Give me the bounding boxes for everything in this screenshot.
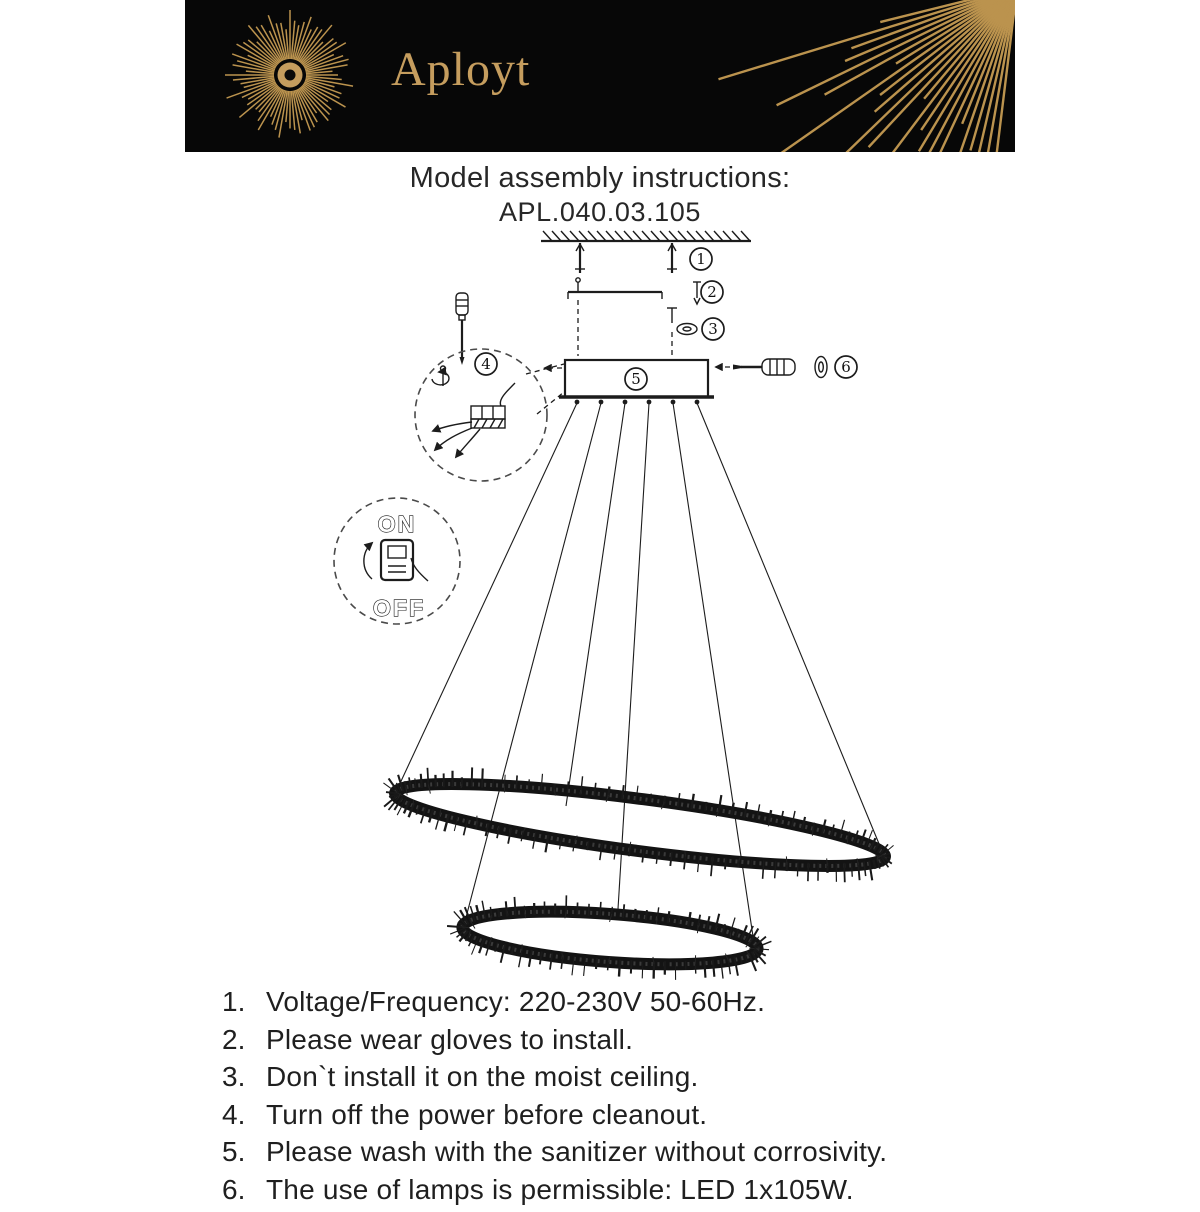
ceiling <box>541 230 751 243</box>
instruction-list: 1. Voltage/Frequency: 220-230V 50-60Hz. … <box>222 986 1012 1212</box>
callout-6: 6 <box>834 355 858 379</box>
callout-5: 5 <box>624 367 648 391</box>
switch-on-label: ON <box>378 511 417 537</box>
instruction-text: Turn off the power before cleanout. <box>266 1098 708 1130</box>
instruction-item: 1. Voltage/Frequency: 220-230V 50-60Hz. <box>222 986 1012 1024</box>
anchor-bolts-step <box>575 242 677 273</box>
instruction-number: 6. <box>222 1173 246 1205</box>
callout-1: 1 <box>689 247 713 271</box>
switch-off-label: OFF <box>373 595 425 621</box>
brand-header: Aployt <box>185 0 1015 152</box>
corner-rays-decoration-icon <box>718 0 1015 152</box>
callout-4: 4 <box>474 352 498 376</box>
wiring-detail <box>414 348 565 482</box>
model-number: APL.040.03.105 <box>498 197 702 227</box>
brand-sunburst-logo-icon <box>225 10 354 138</box>
assembly-diagram: 1 2 3 <box>333 230 894 980</box>
instruction-text: The use of lamps is permissible: LED 1x1… <box>266 1173 854 1205</box>
callout-number: 5 <box>631 370 641 388</box>
instruction-number: 2. <box>222 1023 246 1055</box>
callout-3: 3 <box>701 317 725 341</box>
instruction-text: Don`t install it on the moist ceiling. <box>266 1061 699 1093</box>
callout-number: 1 <box>696 250 706 268</box>
instruction-number: 5. <box>222 1136 246 1168</box>
callout-number: 2 <box>707 283 717 301</box>
screwdriver-left-icon <box>455 292 469 365</box>
suspension-wires <box>395 402 883 944</box>
callout-number: 4 <box>481 355 491 373</box>
screwdriver-right-icon <box>714 358 796 376</box>
callout-2: 2 <box>700 280 724 304</box>
instruction-item: 2. Please wear gloves to install. <box>222 1024 1012 1062</box>
canopy <box>543 358 714 405</box>
mounting-bracket-step <box>567 277 701 356</box>
callout-number: 6 <box>841 358 851 376</box>
instruction-text: Please wash with the sanitizer without c… <box>266 1136 888 1168</box>
crystal-ring-chandelier <box>383 767 894 980</box>
instruction-number: 3. <box>222 1061 246 1093</box>
trim-ring-step <box>667 307 698 356</box>
instruction-number: 1. <box>222 986 246 1017</box>
instruction-item: 5. Please wash with the sanitizer withou… <box>222 1136 1012 1174</box>
instruction-number: 4. <box>222 1098 246 1130</box>
callout-number: 3 <box>708 320 718 338</box>
brand-name: Aployt <box>391 43 531 96</box>
sheet-title: Model assembly instructions: <box>409 162 791 194</box>
instruction-item: 4. Turn off the power before cleanout. <box>222 1099 1012 1137</box>
screw-cover-ring <box>814 355 828 379</box>
instruction-text: Please wear gloves to install. <box>266 1023 634 1055</box>
instruction-item: 3. Don`t install it on the moist ceiling… <box>222 1061 1012 1099</box>
instruction-item: 6. The use of lamps is permissible: LED … <box>222 1174 1012 1212</box>
instruction-text: Voltage/Frequency: 220-230V 50-60Hz. <box>266 986 766 1017</box>
power-switch-detail: ON OFF <box>333 497 461 625</box>
